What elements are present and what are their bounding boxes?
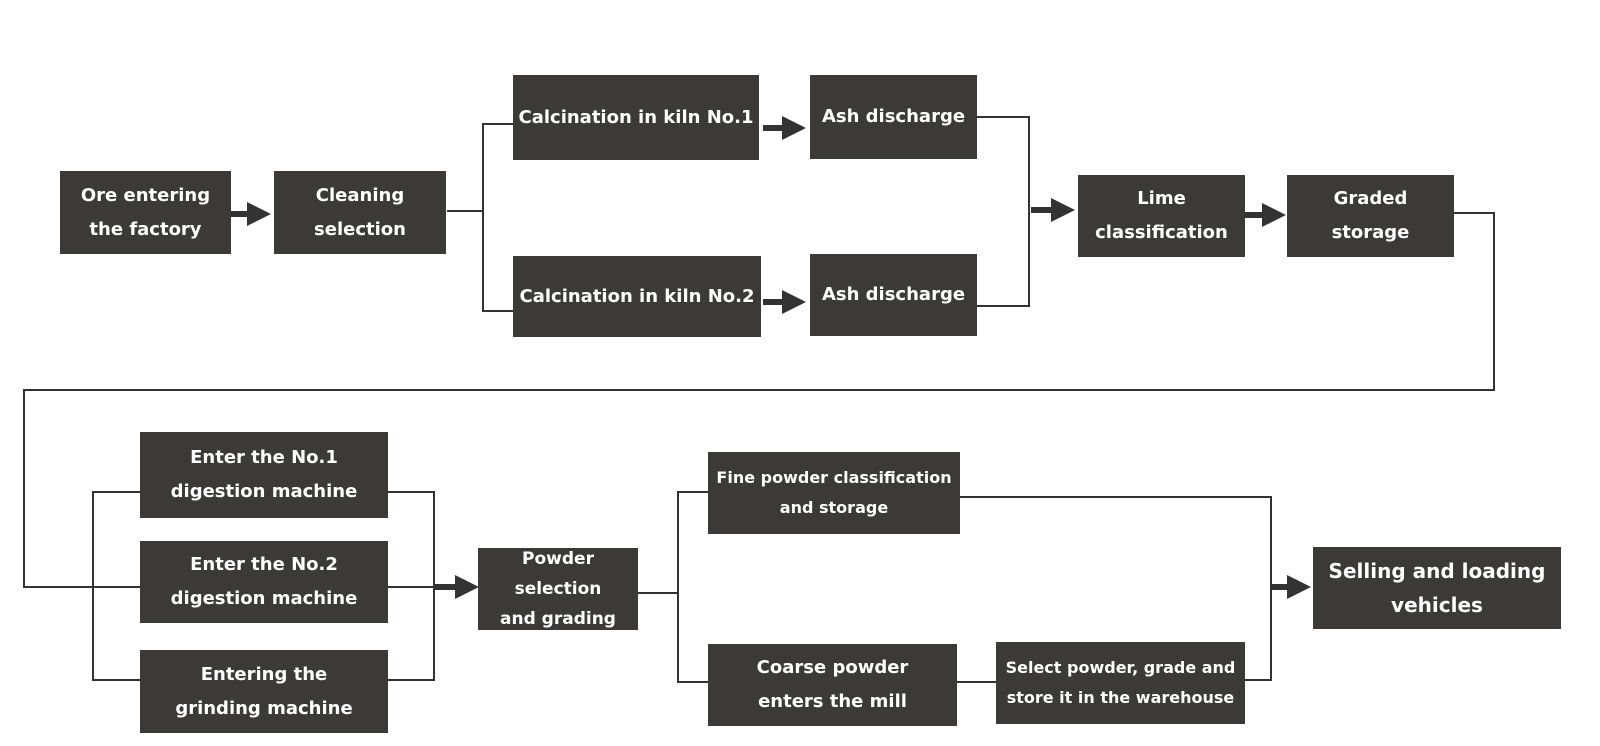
node-cleaning-selection: Cleaning selection — [274, 171, 446, 254]
node-selling: Selling and loading vehicles — [1313, 547, 1561, 629]
connector-powder-split — [638, 491, 708, 594]
node-select-powder: Select powder, grade and store it in the… — [996, 642, 1245, 724]
node-fine-powder: Fine powder classification and storage — [708, 452, 960, 534]
node-ash-discharge-2: Ash discharge — [810, 254, 977, 336]
node-ore-entering: Ore entering the factory — [60, 171, 231, 254]
connector-cleaning-to-kiln2 — [482, 211, 513, 312]
node-digestion-2: Enter the No.2 digestion machine — [140, 541, 388, 623]
node-powder-selection: Powder selection and grading — [478, 548, 638, 630]
node-kiln-2: Calcination in kiln No.2 — [513, 256, 761, 337]
node-digestion-1: Enter the No.1 digestion machine — [140, 432, 388, 518]
node-grinding: Entering the grinding machine — [140, 650, 388, 733]
connector-storage-to-bottom — [23, 212, 1495, 588]
node-coarse-powder: Coarse powder enters the mill — [708, 644, 957, 726]
node-graded-storage: Graded storage — [1287, 175, 1454, 257]
connector-powder-to-coarse — [677, 593, 708, 683]
connector-ash1-merge — [977, 116, 1030, 307]
connector-cleaning-split — [447, 123, 513, 212]
connector-digestion-left-bracket — [92, 491, 140, 681]
node-ash-discharge-1: Ash discharge — [810, 75, 977, 159]
node-lime-classification: Lime classification — [1078, 175, 1245, 257]
node-kiln-1: Calcination in kiln No.1 — [513, 75, 759, 160]
